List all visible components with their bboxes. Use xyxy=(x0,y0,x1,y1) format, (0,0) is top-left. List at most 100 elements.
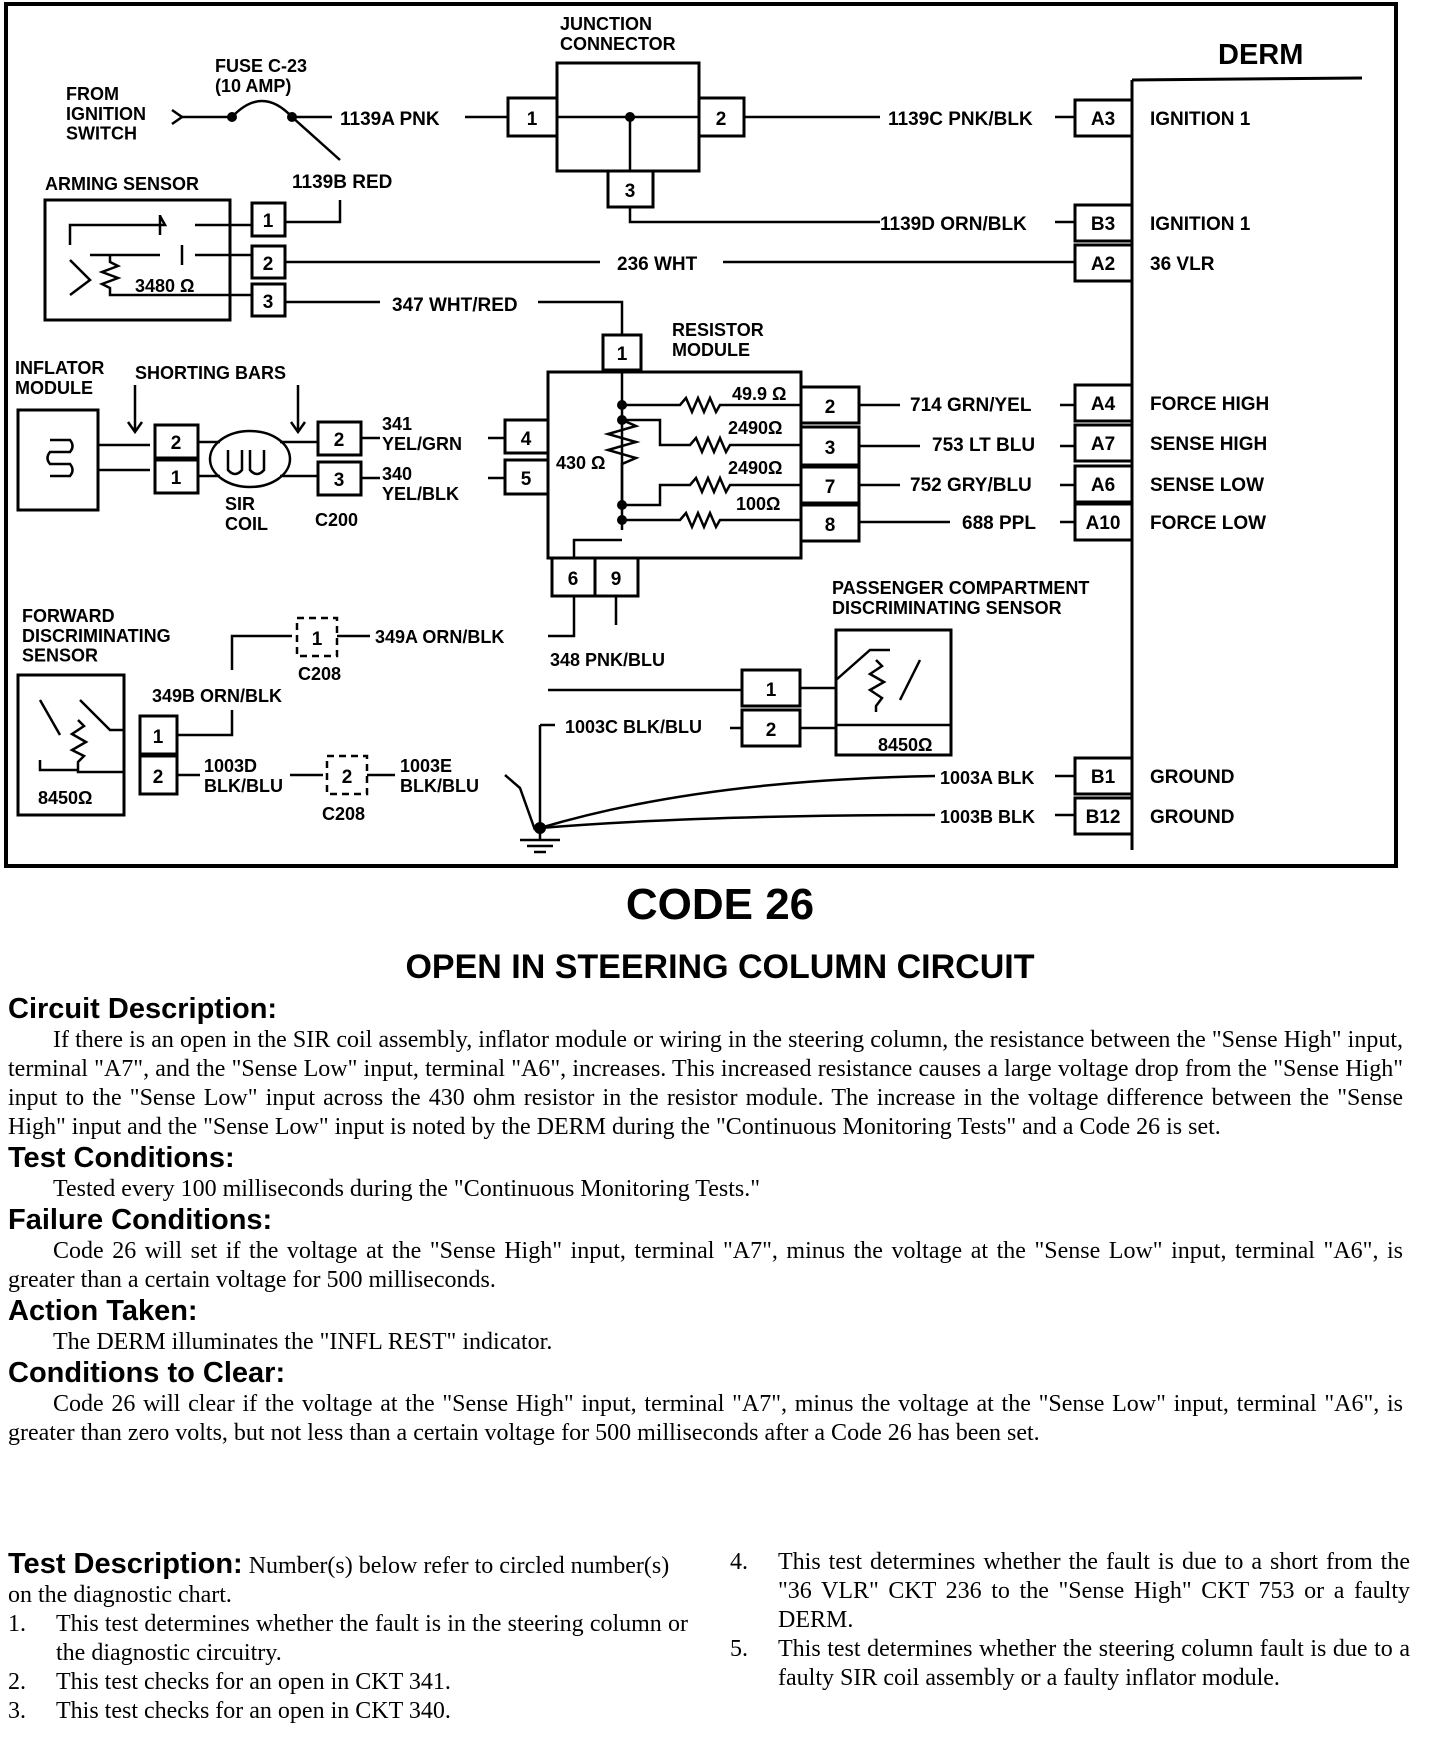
junction-pin-1-label: 1 xyxy=(527,109,538,130)
arming-pin-2 xyxy=(250,244,287,280)
junction-node xyxy=(625,112,635,122)
wire-349b-up xyxy=(230,634,292,670)
test-item-3-num: 3. xyxy=(8,1698,26,1724)
arming-sensor-box xyxy=(43,198,232,322)
c208-pin-1 xyxy=(295,616,339,658)
derm-pin-a10-label: A10 xyxy=(1086,513,1121,534)
c208-label-bottom: C208 xyxy=(322,804,365,824)
rm-resistor-49-9 xyxy=(622,394,801,416)
c208-label-top: C208 xyxy=(298,664,341,684)
test-item-4: 4. This test determines whether the faul… xyxy=(730,1548,1410,1635)
test-item-3: 3. This test checks for an open in CKT 3… xyxy=(8,1697,688,1726)
wire-1003b-label: 1003B BLK xyxy=(940,807,1035,827)
inflator-pin-1-label: 1 xyxy=(171,468,182,489)
derm-pin-a10-desc: FORCE LOW xyxy=(1150,513,1266,534)
test-conditions-heading: Test Conditions: xyxy=(8,1142,235,1174)
inflator-squib xyxy=(46,438,74,478)
fuse-symbol xyxy=(182,99,332,119)
inflator-leads xyxy=(98,443,150,472)
rm-pin-3 xyxy=(799,425,861,467)
derm-pin-a7 xyxy=(1073,423,1134,463)
test-item-1: 1. This test determines whether the faul… xyxy=(8,1610,688,1668)
sir-coil-leads xyxy=(198,440,318,478)
wire-1139b-branch xyxy=(291,116,341,161)
ground-symbol xyxy=(520,828,560,854)
passenger-sensor-box xyxy=(834,628,953,757)
derm-pin-b12-label: B12 xyxy=(1086,807,1121,828)
rm-pin-5 xyxy=(503,458,550,496)
wire-1139a-label: 1139A PNK xyxy=(340,109,440,130)
arming-diode-1 xyxy=(68,215,252,245)
wire-752-label: 752 GRY/BLU xyxy=(910,475,1032,496)
wire-1003e-right xyxy=(504,774,537,831)
forward-sensor-box xyxy=(16,673,126,817)
wire-349b-label: 349B ORN/BLK xyxy=(152,686,282,706)
rm-pin-4 xyxy=(503,418,550,455)
wire-1003b xyxy=(539,813,1075,830)
test-item-2: 2. This test checks for an open in CKT 3… xyxy=(8,1668,688,1697)
test-item-1-text: This test determines whether the fault i… xyxy=(56,1611,688,1666)
arming-resistor xyxy=(98,255,252,297)
rm-resistor-2490-b-label: 2490Ω xyxy=(728,458,782,478)
test-item-3-text: This test checks for an open in CKT 340. xyxy=(56,1698,451,1724)
sir-coil-symbol xyxy=(208,429,292,489)
arming-pin-3 xyxy=(250,282,287,318)
rm-pin-3-label: 3 xyxy=(825,438,836,459)
c208-pin-2 xyxy=(325,754,369,796)
test-description-intro-block: Test Description: Number(s) below refer … xyxy=(8,1548,688,1610)
wire-753-label: 753 LT BLU xyxy=(932,435,1035,456)
rm-pin-7-label: 7 xyxy=(825,477,836,498)
test-item-5: 5. This test determines whether the stee… xyxy=(730,1635,1410,1693)
junction-pin-2-label: 2 xyxy=(716,109,727,130)
test-description-intro: Number(s) below refer to circled number(… xyxy=(8,1553,670,1608)
test-description-heading: Test Description: xyxy=(8,1548,243,1580)
derm-pin-a6 xyxy=(1073,464,1134,504)
inflator-module-box xyxy=(16,408,100,512)
junction-pin-3 xyxy=(606,169,655,209)
code-title: CODE 26 xyxy=(625,880,815,929)
wire-347-right xyxy=(538,300,624,335)
rm-pin-5-label: 5 xyxy=(521,469,532,490)
c200-label: C200 xyxy=(315,510,358,530)
wire-349a-label: 349A ORN/BLK xyxy=(375,627,504,647)
forward-sensor-resistor-label: 8450Ω xyxy=(38,788,92,808)
derm-pin-a2 xyxy=(1073,243,1134,283)
failure-conditions-text: Code 26 will set if the voltage at the "… xyxy=(8,1238,1403,1293)
passenger-sensor-internals xyxy=(835,648,950,727)
conditions-to-clear-heading: Conditions to Clear: xyxy=(8,1357,286,1389)
wire-236-label: 236 WHT xyxy=(617,254,698,275)
derm-pin-a6-label: A6 xyxy=(1091,475,1115,496)
shorting-bar-arrow-right xyxy=(289,385,307,435)
test-item-1-num: 1. xyxy=(8,1611,26,1637)
wire-1003a-label: 1003A BLK xyxy=(940,768,1034,788)
wire-688-label: 688 PPL xyxy=(962,513,1036,534)
derm-pin-a7-desc: SENSE HIGH xyxy=(1150,434,1267,455)
test-item-4-num: 4. xyxy=(730,1549,748,1575)
arming-pin-3-label: 3 xyxy=(263,292,274,313)
derm-pin-a4-desc: FORCE HIGH xyxy=(1150,394,1269,415)
derm-pin-b12 xyxy=(1073,796,1134,836)
derm-pin-b1-desc: GROUND xyxy=(1150,767,1234,788)
wire-349b xyxy=(177,710,234,737)
c200-pin-3-label: 3 xyxy=(334,470,345,491)
rm-resistor-2490-a xyxy=(622,418,801,456)
fuse-node-left xyxy=(227,112,237,122)
rm-pin-8-label: 8 xyxy=(825,515,836,536)
pass-pin-1-label: 1 xyxy=(766,680,777,701)
derm-pin-a3-label: A3 xyxy=(1091,109,1115,130)
wire-1003c xyxy=(538,723,742,828)
diagram-frame xyxy=(4,2,1398,868)
wire-1003a xyxy=(539,774,1075,830)
shorting-bars-label: SHORTING BARS xyxy=(135,363,286,383)
test-item-5-num: 5. xyxy=(730,1636,748,1662)
rm-resistor-430-label: 430 Ω xyxy=(556,453,605,473)
